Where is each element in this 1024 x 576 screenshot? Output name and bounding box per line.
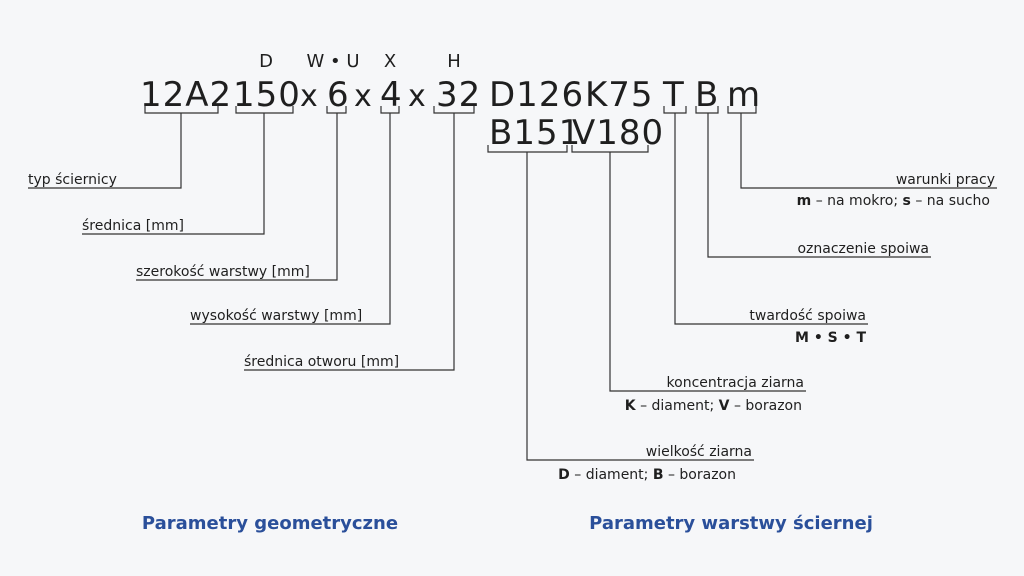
label-bond: oznaczenie spoiwa <box>797 241 929 257</box>
code-sep-2: x <box>354 79 372 114</box>
code-bore: 32 <box>436 75 481 115</box>
symbol-h: H <box>447 51 461 72</box>
code-conc-1: K75 <box>585 75 654 115</box>
symbol-d: D <box>259 51 273 72</box>
label-conc-values: K – diament; V – borazon <box>625 398 802 414</box>
footer-geometric-title: Parametry geometryczne <box>142 513 398 534</box>
label-type: typ ściernicy <box>28 172 117 188</box>
label-diameter: średnica [mm] <box>82 218 184 234</box>
label-work-title: warunki pracy <box>896 172 995 188</box>
code-bond: B <box>695 75 719 115</box>
label-grain-values: D – diament; B – borazon <box>558 467 736 483</box>
label-conc-title: koncentracja ziarna <box>667 375 804 391</box>
label-hardness-title: twardość spoiwa <box>749 308 866 324</box>
code-diameter: 150 <box>233 75 301 115</box>
label-grain-title: wielkość ziarna <box>646 444 752 460</box>
label-hardness-values: M • S • T <box>795 330 866 346</box>
code-height: 4 <box>380 75 403 115</box>
code-type: 12A2 <box>140 75 232 115</box>
label-bore: średnica otworu [mm] <box>244 354 399 370</box>
label-height: wysokość warstwy [mm] <box>190 308 362 324</box>
code-conc-2: V180 <box>572 113 664 153</box>
code-sep-3: x <box>408 79 426 114</box>
label-work-values: m – na mokro; s – na sucho <box>797 193 990 209</box>
code-grain-2: B151 <box>489 113 581 153</box>
code-hardness: T <box>662 75 685 115</box>
code-sep-1: x <box>300 79 318 114</box>
symbol-x: X <box>384 51 396 72</box>
leader-lines <box>28 106 997 461</box>
label-width: szerokość warstwy [mm] <box>136 264 310 280</box>
code-width: 6 <box>327 75 350 115</box>
footer-layer-title: Parametry warstwy ściernej <box>589 513 873 534</box>
symbol-wu: W • U <box>306 51 359 72</box>
code-work: m <box>727 75 761 115</box>
code-grain-1: D126 <box>489 75 584 115</box>
